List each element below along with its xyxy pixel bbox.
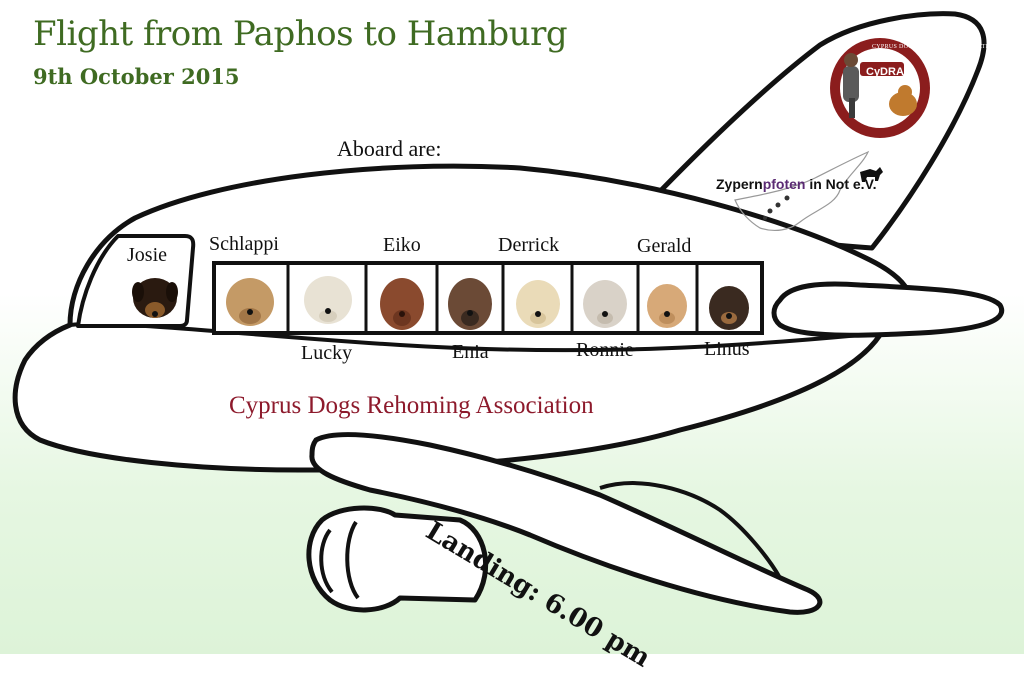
zyp-part-2: pfoten	[762, 176, 806, 192]
zyp-logo-text: Zypernpfoten in Not e.V.	[716, 176, 877, 192]
association-name: Cyprus Dogs Rehoming Association	[229, 392, 594, 419]
paw-icon	[763, 195, 790, 220]
dog-name-top: Derrick	[498, 234, 560, 256]
flight-poster: Flight from Paphos to Hamburg 9th Octobe…	[12, 11, 1005, 674]
dog-name-top: Schlappi	[209, 233, 279, 255]
dog-name-top: Gerald	[637, 235, 692, 257]
aboard-label: Aboard are:	[337, 136, 442, 161]
horizontal-stabilizer	[771, 281, 1005, 338]
wing-flap	[599, 481, 782, 579]
cyprus-map-icon	[734, 150, 883, 232]
dog-name-bottom: Lucky	[301, 342, 353, 364]
dog-name-bottom: Ronnie	[576, 339, 634, 361]
cydra-logo	[830, 38, 930, 138]
dog-portrait-icon	[132, 276, 749, 330]
wing	[309, 432, 823, 615]
dog-name-top: Eiko	[383, 234, 421, 256]
engine-ring	[345, 520, 360, 600]
dog-name-bottom: Linus	[704, 338, 750, 360]
engine	[306, 505, 489, 613]
cydra-ring-text: CYPRUS DOGS REHOMING ASSOCIATION	[872, 44, 998, 50]
zyp-part-3: in Not e.V.	[805, 176, 877, 192]
zyp-part-1: Zypern	[716, 176, 763, 192]
dog-name-josie: Josie	[127, 244, 167, 266]
cydra-badge-text: CyDRA	[866, 66, 904, 78]
page-title: Flight from Paphos to Hamburg	[33, 14, 568, 54]
engine-intake	[319, 528, 334, 594]
flight-date: 9th October 2015	[33, 64, 240, 89]
dog-name-bottom: Enia	[452, 341, 489, 363]
airplane-drawing	[12, 11, 1005, 615]
